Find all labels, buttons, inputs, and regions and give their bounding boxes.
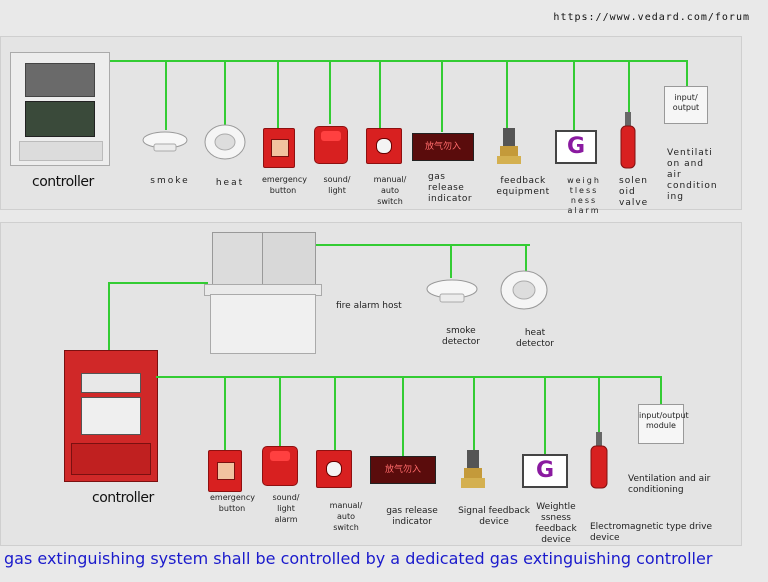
host-detector-bus: [310, 244, 530, 246]
host-bus-line: [108, 282, 208, 284]
top-controller-cabinet: [10, 52, 110, 166]
top-label-solenoid-valve: solen oid valve: [619, 176, 649, 208]
top-label-manual-auto-switch: manual/ auto switch: [373, 175, 407, 206]
host-cabinet: [210, 294, 316, 354]
top-label-emergency-button: emergency button: [262, 175, 307, 195]
top-label-heat: heat: [215, 178, 245, 188]
bottom-label-emergency-button: emergency button: [210, 493, 255, 513]
controller-display: [81, 373, 141, 393]
sound-light-icon: [314, 126, 348, 164]
host-detector-drop: [525, 244, 527, 272]
emergency-button-icon: [208, 450, 242, 492]
host-control-panel: [262, 232, 316, 286]
controller-display: [25, 63, 95, 97]
smoke-detector-icon: [142, 130, 188, 154]
smoke-detector-icon: [426, 278, 478, 306]
bottom-io-module-icon: input/output module: [638, 404, 689, 444]
top-bus-line: [110, 60, 688, 62]
host-monitor-panel: [212, 232, 264, 286]
gas-release-sign-icon: 放气勿入: [412, 133, 474, 161]
bottom-controller-cabinet: [64, 350, 158, 482]
bottom-label-weightlessness-feedback-device: Weightle ssness feedback device: [535, 502, 577, 545]
bottom-drop: [334, 376, 336, 450]
feedback-equipment-icon: [496, 128, 522, 166]
top-drop: [329, 60, 331, 124]
bottom-drop: [224, 376, 226, 450]
top-diagram-panel: [0, 36, 742, 210]
bottom-bus-line: [156, 376, 662, 378]
top-io-module-icon: input/ output: [664, 86, 708, 124]
bottom-drop: [402, 376, 404, 456]
top-drop: [165, 60, 167, 130]
solenoid-valve-icon: [618, 112, 638, 170]
electromagnetic-drive-device-icon: [588, 432, 610, 490]
host-bus-drop: [108, 282, 110, 352]
bottom-drop: [544, 376, 546, 454]
bottom-label-ventilation: Ventilation and air conditioning: [628, 474, 711, 495]
signal-feedback-device-icon: [460, 450, 486, 490]
bottom-drop: [598, 376, 600, 432]
top-drop: [441, 60, 443, 132]
g-logo-icon: G: [555, 130, 597, 164]
manual-auto-switch-icon: [366, 128, 402, 164]
manual-auto-switch-icon: [316, 450, 352, 488]
footer-caption: gas extinguishing system shall be contro…: [4, 549, 713, 568]
bottom-controller-label: controller: [92, 490, 154, 506]
top-drop: [277, 60, 279, 128]
heat-detector-icon: [204, 124, 246, 160]
heat-detector-icon: [500, 270, 548, 310]
top-drop: [573, 60, 575, 130]
top-io-module-label: input/ output: [672, 93, 700, 112]
controller-lower-door: [71, 443, 151, 475]
host-label-smoke-detector: smoke detector: [442, 326, 480, 347]
top-drop: [379, 60, 381, 128]
top-label-sound-light: sound/ light: [323, 175, 351, 195]
host-label-heat-detector: heat detector: [516, 328, 554, 349]
top-drop: [506, 60, 508, 128]
top-drop: [224, 60, 226, 126]
fire-alarm-host-console: [204, 232, 322, 354]
top-drop: [628, 60, 630, 112]
bottom-label-sound-light-alarm: sound/ light alarm: [272, 493, 300, 524]
bottom-label-gas-release-indicator: gas release indicator: [386, 506, 438, 527]
controller-base: [19, 141, 103, 161]
top-label-smoke: smoke: [150, 176, 190, 186]
fire-alarm-host-label: fire alarm host: [336, 301, 402, 311]
bottom-drop: [473, 376, 475, 450]
top-label-feedback-equipment: feedback equipment: [496, 176, 550, 197]
top-drop: [686, 60, 688, 86]
top-controller-label: controller: [32, 174, 94, 190]
source-url: https://www.vedard.com/forum: [553, 12, 750, 23]
bottom-drop: [279, 376, 281, 446]
top-label-ventilation: Ventilati on and air condition ing: [667, 148, 718, 202]
controller-keypad: [25, 101, 95, 137]
top-label-weightlessness-alarm: weigh tless ness alarm: [567, 176, 601, 215]
bottom-drop: [660, 376, 662, 404]
bottom-label-signal-feedback-device: Signal feedback device: [458, 506, 530, 527]
top-label-gas-release-indicator: gas release indicator: [428, 172, 473, 204]
sound-light-alarm-icon: [262, 446, 298, 486]
bottom-io-module-label: input/output module: [639, 411, 689, 430]
emergency-button-icon: [263, 128, 295, 168]
gas-release-sign-icon: 放气勿入: [370, 456, 436, 484]
bottom-label-electromagnetic-drive-device: Electromagnetic type drive device: [590, 522, 713, 543]
controller-indicator-panel: [81, 397, 141, 435]
bottom-label-manual-auto-switch: manual/ auto switch: [329, 501, 363, 532]
host-detector-drop: [450, 244, 452, 278]
g-logo-icon: G: [522, 454, 568, 488]
